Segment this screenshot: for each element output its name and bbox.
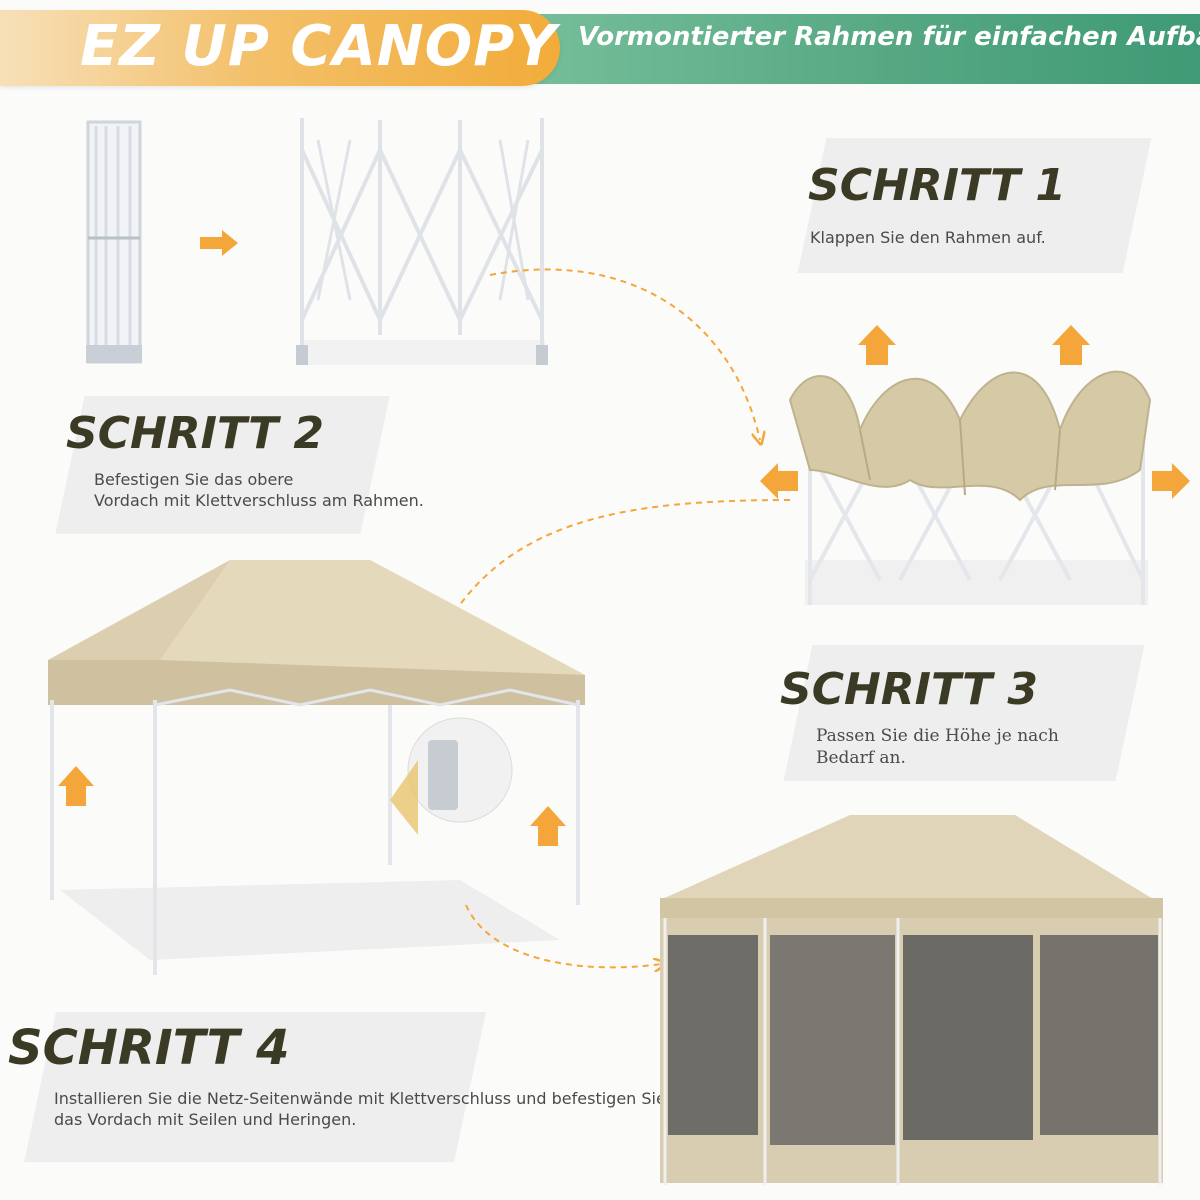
header-title-band bbox=[0, 10, 560, 86]
folded-canopy-image bbox=[788, 370, 1152, 605]
arrow-right-icon bbox=[200, 230, 238, 256]
arrow-up-icon bbox=[858, 325, 896, 365]
step-1-text: Klappen Sie den Rahmen auf. bbox=[810, 228, 1046, 247]
step-3-text-line-2: Bedarf an. bbox=[816, 748, 906, 768]
step-2-text-line-1: Befestigen Sie das obere bbox=[94, 470, 294, 489]
step-2-text-line-2: Vordach mit Klettverschluss am Rahmen. bbox=[94, 491, 424, 510]
step-2-title: SCHRITT 2 bbox=[66, 408, 325, 459]
step-3-text-line-1: Passen Sie die Höhe je nach bbox=[816, 726, 1059, 746]
page-title: EZ UP CANOPY bbox=[80, 14, 557, 79]
curved-dashed-arrow-icon bbox=[465, 904, 662, 967]
curved-dashed-arrow-icon bbox=[489, 268, 760, 440]
arrow-up-icon bbox=[1052, 325, 1090, 365]
step-4-text-line-1: Installieren Sie die Netz-Seitenwände mi… bbox=[54, 1089, 666, 1108]
step-1-title: SCHRITT 1 bbox=[808, 160, 1067, 211]
expanded-frame-image bbox=[296, 118, 548, 365]
arrow-up-icon bbox=[530, 806, 566, 846]
step-4-text-line-2: das Vordach mit Seilen und Heringen. bbox=[54, 1110, 357, 1129]
arrow-up-icon bbox=[58, 766, 94, 806]
open-canopy-image bbox=[48, 560, 585, 975]
canopy-with-walls-image bbox=[660, 815, 1163, 1185]
step-3-title: SCHRITT 3 bbox=[780, 664, 1039, 715]
curved-dashed-arrow-icon bbox=[438, 499, 791, 640]
folded-frame-image bbox=[86, 120, 142, 364]
step-4-title: SCHRITT 4 bbox=[8, 1020, 290, 1076]
page-subtitle: Vormontierter Rahmen für einfachen Aufba… bbox=[578, 22, 1200, 52]
arrow-left-icon bbox=[760, 463, 798, 499]
arrow-right-icon bbox=[1152, 463, 1190, 499]
